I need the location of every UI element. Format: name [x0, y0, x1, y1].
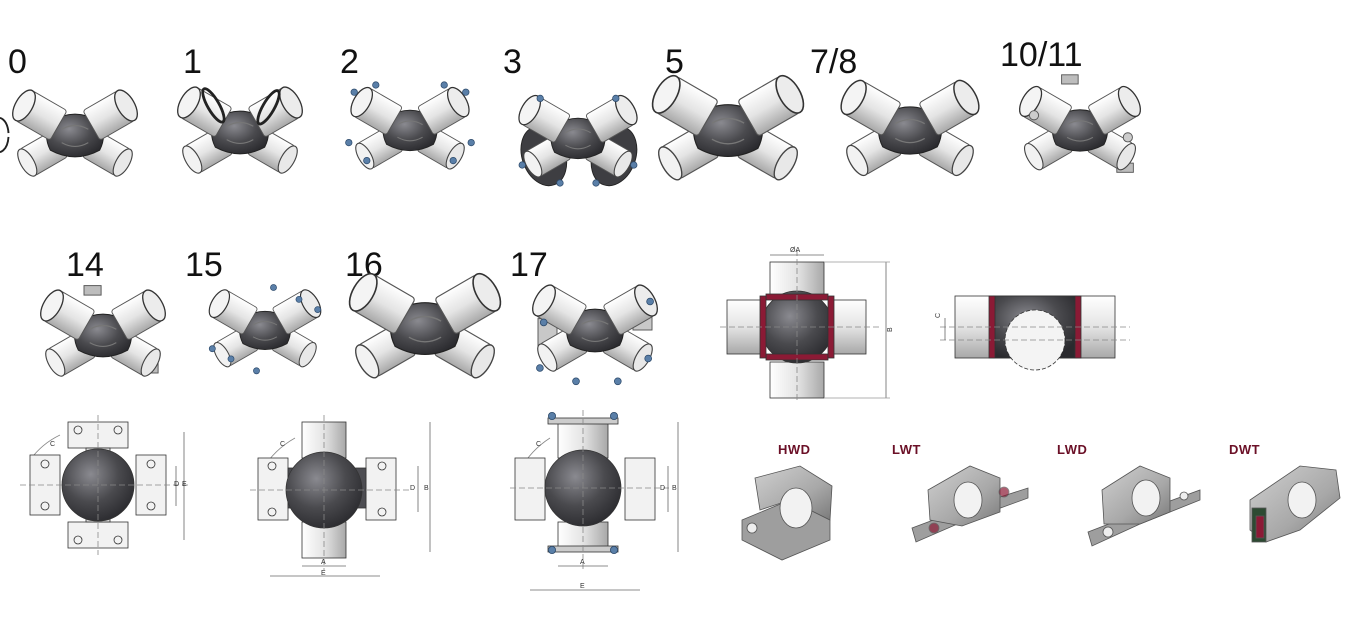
series-label-17: 17 [510, 246, 548, 284]
cross-series-14 [35, 285, 171, 380]
dim-label-a1: A [321, 559, 326, 566]
housing-hwd [741, 465, 833, 561]
housing-dwt [1249, 465, 1341, 543]
housing-lwd [1087, 465, 1201, 547]
series-label-5: 5 [665, 43, 684, 81]
cross-series-7-8 [835, 75, 985, 180]
dim-label-b1: B [887, 327, 894, 332]
series-label-7-8: 7/8 [810, 43, 858, 81]
dim-label-e3: E [580, 583, 585, 590]
dim-label-d2: D [410, 485, 415, 492]
dim-label-e1: E [182, 481, 187, 488]
series-label-1: 1 [183, 43, 202, 81]
series-label-14: 14 [66, 246, 104, 284]
cross-series-15 [204, 284, 326, 375]
dim-label-e2: E [321, 570, 326, 577]
drawing-front-view-seals [720, 250, 890, 400]
series-label-2: 2 [340, 43, 359, 81]
drawing-flange-yoke-1 [20, 415, 190, 555]
housing-label-hwd: HWD [778, 442, 811, 457]
cross-series-0 [0, 85, 143, 180]
dim-label-c2: C [50, 441, 55, 448]
dim-label-c3: C [280, 441, 285, 448]
drawing-side-view [940, 295, 1130, 371]
housing-label-lwd: LWD [1057, 442, 1088, 457]
series-label-15: 15 [185, 246, 223, 284]
series-label-3: 3 [503, 43, 522, 81]
dim-label-d3: D [660, 485, 665, 492]
cross-series-2 [345, 81, 475, 173]
cross-series-17 [527, 280, 663, 386]
dim-label-b3: B [672, 485, 677, 492]
dim-label-dia-a: ØA [790, 247, 800, 254]
drawing-flange-yoke-3 [510, 410, 679, 591]
dim-label-c1: C [935, 313, 942, 318]
dim-label-d1: D [174, 481, 179, 488]
drawing-flange-yoke-2 [250, 415, 431, 577]
cross-series-3 [513, 91, 643, 187]
cross-series-16 [343, 268, 507, 383]
series-label-0: 0 [8, 43, 27, 81]
housing-label-lwt: LWT [892, 442, 921, 457]
dim-label-a2: A [580, 559, 585, 566]
series-label-10-11: 10/11 [1000, 36, 1083, 74]
housing-lwt [911, 465, 1029, 543]
cross-series-1 [172, 82, 308, 177]
dim-label-b2: B [424, 485, 429, 492]
dim-label-c4: C [536, 441, 541, 448]
housing-label-dwt: DWT [1229, 442, 1261, 457]
cross-series-5 [646, 70, 810, 185]
cross-series-10-11 [1014, 74, 1146, 174]
